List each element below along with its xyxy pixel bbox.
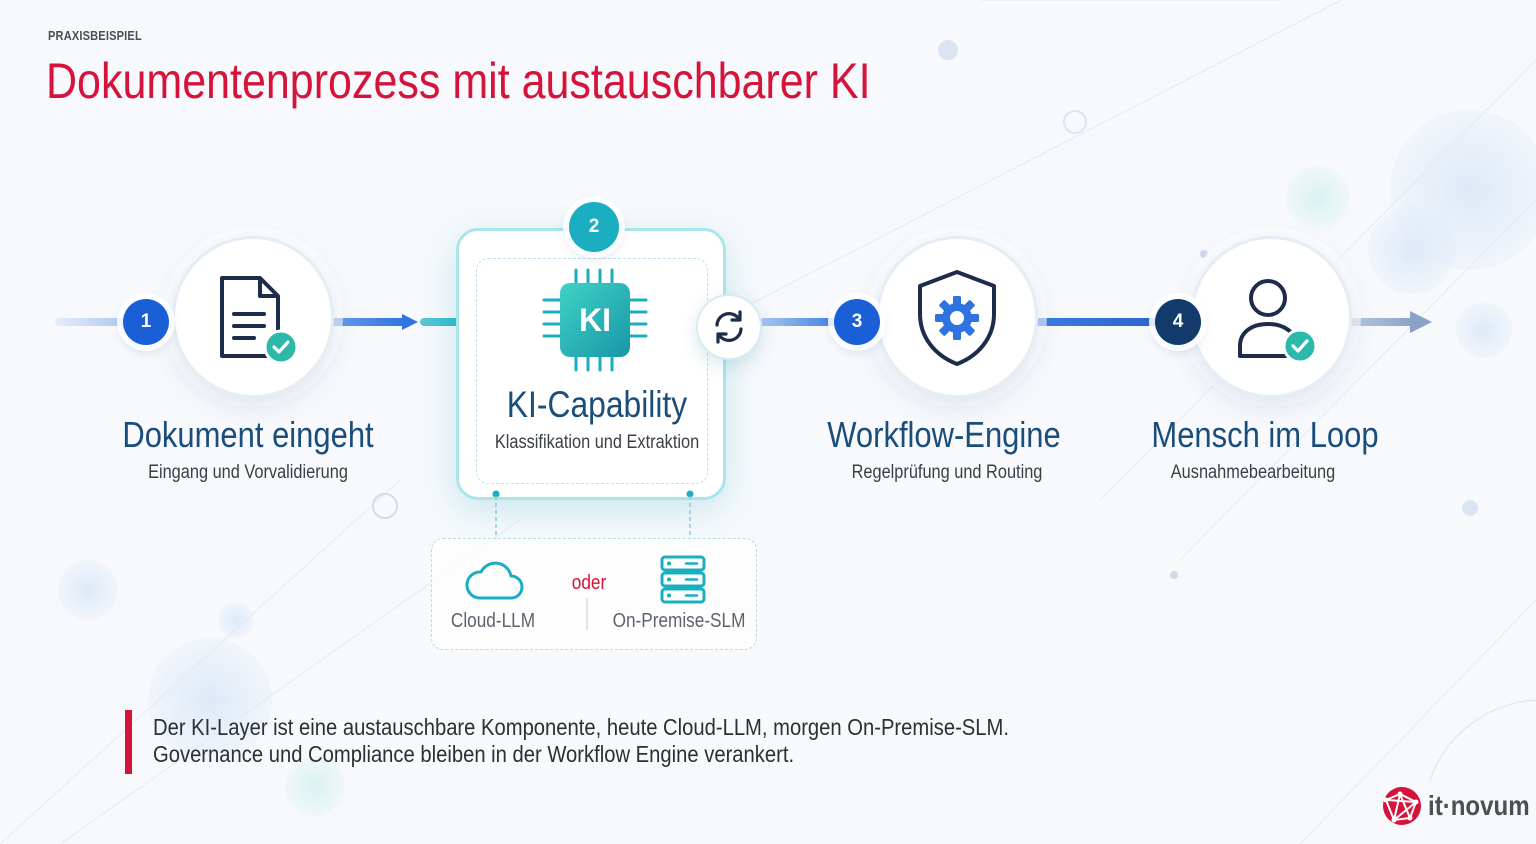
cloud-icon[interactable] — [465, 558, 525, 602]
swap-ai-button[interactable] — [696, 294, 762, 360]
ai-chip-pins-icon — [542, 268, 648, 372]
company-logo-text: it·novum — [1428, 790, 1530, 821]
step-4-subtitle: Ausnahmebearbeitung — [1170, 462, 1336, 483]
option-separator-label: oder — [571, 572, 607, 594]
flow-line-3-4 — [1030, 318, 1170, 326]
shield-gear-icon — [918, 270, 996, 366]
page-title: Dokumentenprozess mit austauschbarer KI — [46, 53, 871, 109]
step-3-subtitle: Regelprüfung und Routing — [851, 462, 1043, 483]
step-3-badge: 3 — [834, 299, 880, 345]
flow-line-1-2 — [330, 318, 406, 326]
note-accent-bar — [125, 710, 132, 774]
ki-capability-card[interactable] — [456, 228, 726, 500]
ai-chip-icon: KI — [560, 283, 630, 357]
refresh-icon — [715, 310, 743, 344]
arrow-head-icon — [402, 314, 418, 330]
document-check-icon — [220, 276, 299, 365]
step-4-circle — [1190, 236, 1352, 398]
user-check-icon — [1238, 279, 1318, 364]
note-text: Der KI-Layer ist eine austauschbare Komp… — [153, 714, 1009, 768]
eyebrow-label: PRAXISBEISPIEL — [48, 28, 142, 43]
step-4-badge: 4 — [1155, 299, 1201, 345]
server-icon[interactable] — [658, 554, 708, 604]
note-line-2: Governance und Compliance bleiben in der… — [153, 741, 795, 767]
arrow-end-icon — [1410, 311, 1432, 333]
note-line-1: Der KI-Layer ist eine austauschbare Komp… — [153, 714, 1009, 740]
step-1-title: Dokument eingeht — [122, 414, 374, 455]
flow-line-start — [55, 318, 165, 326]
ki-capability-inner-frame — [476, 258, 708, 484]
option-divider — [586, 598, 588, 630]
globe-logo-icon — [1383, 787, 1421, 825]
step-1-subtitle: Eingang und Vorvalidierung — [148, 462, 348, 483]
step-1-circle — [172, 236, 334, 398]
step-1-badge: 1 — [123, 299, 169, 345]
step-2-title: KI-Capability — [506, 384, 688, 425]
cloud-llm-label[interactable]: Cloud-LLM — [450, 610, 536, 632]
flow-line-2-3 — [760, 318, 840, 326]
step-2-subtitle: Klassifikation und Extraktion — [494, 432, 700, 453]
step-4-title: Mensch im Loop — [1151, 414, 1379, 455]
flow-line-end — [1350, 318, 1414, 326]
step-3-title: Workflow-Engine — [827, 414, 1061, 455]
on-premise-slm-label[interactable]: On-Premise-SLM — [612, 610, 746, 632]
step-2-badge: 2 — [569, 202, 619, 252]
ki-option-connectors — [492, 490, 694, 540]
flow-line-into-ki — [420, 318, 460, 326]
